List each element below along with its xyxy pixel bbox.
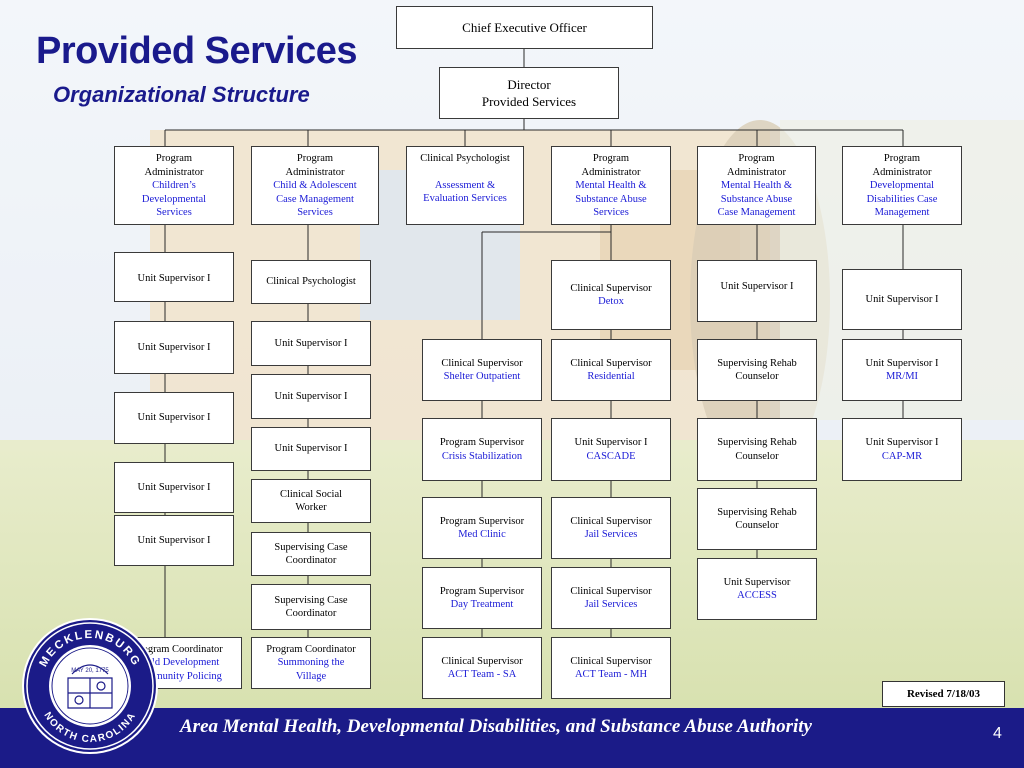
col5-box-5: Unit Supervisor ACCESS bbox=[697, 558, 817, 620]
col2-box-5: Clinical Social Worker bbox=[251, 479, 371, 523]
program-box-mh-sa-services: Program Administrator Mental Health & Su… bbox=[551, 146, 671, 225]
col2-box-4: Unit Supervisor I bbox=[251, 427, 371, 471]
county-seal-icon: MECKLENBURG NORTH CAROLINA MAY 20, 1775 bbox=[22, 618, 158, 754]
page-title: Provided Services bbox=[36, 30, 358, 72]
col1-box-3: Unit Supervisor I bbox=[114, 392, 234, 444]
col1-box-2: Unit Supervisor I bbox=[114, 321, 234, 374]
director-box: Director Provided Services bbox=[439, 67, 619, 119]
ceo-box: Chief Executive Officer bbox=[396, 6, 653, 49]
revised-date: Revised 7/18/03 bbox=[882, 681, 1005, 707]
col4-box-1: Clinical Supervisor Detox bbox=[551, 260, 671, 330]
program-box-childrens-developmental: Program Administrator Children’s Develop… bbox=[114, 146, 234, 225]
program-box-mh-sa-case-mgmt: Program Administrator Mental Health & Su… bbox=[697, 146, 816, 225]
ceo-label: Chief Executive Officer bbox=[462, 20, 587, 35]
col2-box-1: Clinical Psychologist bbox=[251, 260, 371, 304]
col6-box-2: Unit Supervisor I MR/MI bbox=[842, 339, 962, 401]
col2-box-8: Program Coordinator Summoning the Villag… bbox=[251, 637, 371, 689]
col1-box-1: Unit Supervisor I bbox=[114, 252, 234, 302]
col2-box-6: Supervising Case Coordinator bbox=[251, 532, 371, 576]
col1-box-4: Unit Supervisor I bbox=[114, 462, 234, 513]
col3-box-2: Program Supervisor Crisis Stabilization bbox=[422, 418, 542, 481]
col3-box-3: Program Supervisor Med Clinic bbox=[422, 497, 542, 559]
program-box-dd-case-mgmt: Program Administrator Developmental Disa… bbox=[842, 146, 962, 225]
col4-box-4: Clinical Supervisor Jail Services bbox=[551, 497, 671, 559]
col4-box-2: Clinical Supervisor Residential bbox=[551, 339, 671, 401]
col2-box-3: Unit Supervisor I bbox=[251, 374, 371, 419]
col2-box-7: Supervising Case Coordinator bbox=[251, 584, 371, 630]
col6-box-1: Unit Supervisor I bbox=[842, 269, 962, 330]
director-title: Director bbox=[507, 77, 551, 92]
col3-box-1: Clinical Supervisor Shelter Outpatient bbox=[422, 339, 542, 401]
col6-box-3: Unit Supervisor I CAP-MR bbox=[842, 418, 962, 481]
col3-box-4: Program Supervisor Day Treatment bbox=[422, 567, 542, 629]
footer-bar bbox=[0, 708, 1024, 768]
page-number: 4 bbox=[993, 725, 1002, 742]
footer-title: Area Mental Health, Developmental Disabi… bbox=[180, 716, 812, 737]
col4-box-5: Clinical Supervisor Jail Services bbox=[551, 567, 671, 629]
col1-box-5: Unit Supervisor I bbox=[114, 515, 234, 566]
col4-box-3: Unit Supervisor I CASCADE bbox=[551, 418, 671, 481]
program-box-assessment-evaluation: Clinical Psychologist Assessment & Evalu… bbox=[406, 146, 524, 225]
col4-box-6: Clinical Supervisor ACT Team - MH bbox=[551, 637, 671, 699]
col5-box-1: Unit Supervisor I bbox=[697, 260, 817, 322]
col5-box-4: Supervising Rehab Counselor bbox=[697, 488, 817, 550]
col5-box-3: Supervising Rehab Counselor bbox=[697, 418, 817, 481]
col3-box-5: Clinical Supervisor ACT Team - SA bbox=[422, 637, 542, 699]
page-subtitle: Organizational Structure bbox=[53, 82, 310, 107]
seal-date: MAY 20, 1775 bbox=[71, 668, 109, 674]
director-unit: Provided Services bbox=[481, 94, 577, 109]
col5-box-2: Supervising Rehab Counselor bbox=[697, 339, 817, 401]
program-box-child-adolescent-case-mgmt: Program Administrator Child & Adolescent… bbox=[251, 146, 379, 225]
col2-box-2: Unit Supervisor I bbox=[251, 321, 371, 366]
